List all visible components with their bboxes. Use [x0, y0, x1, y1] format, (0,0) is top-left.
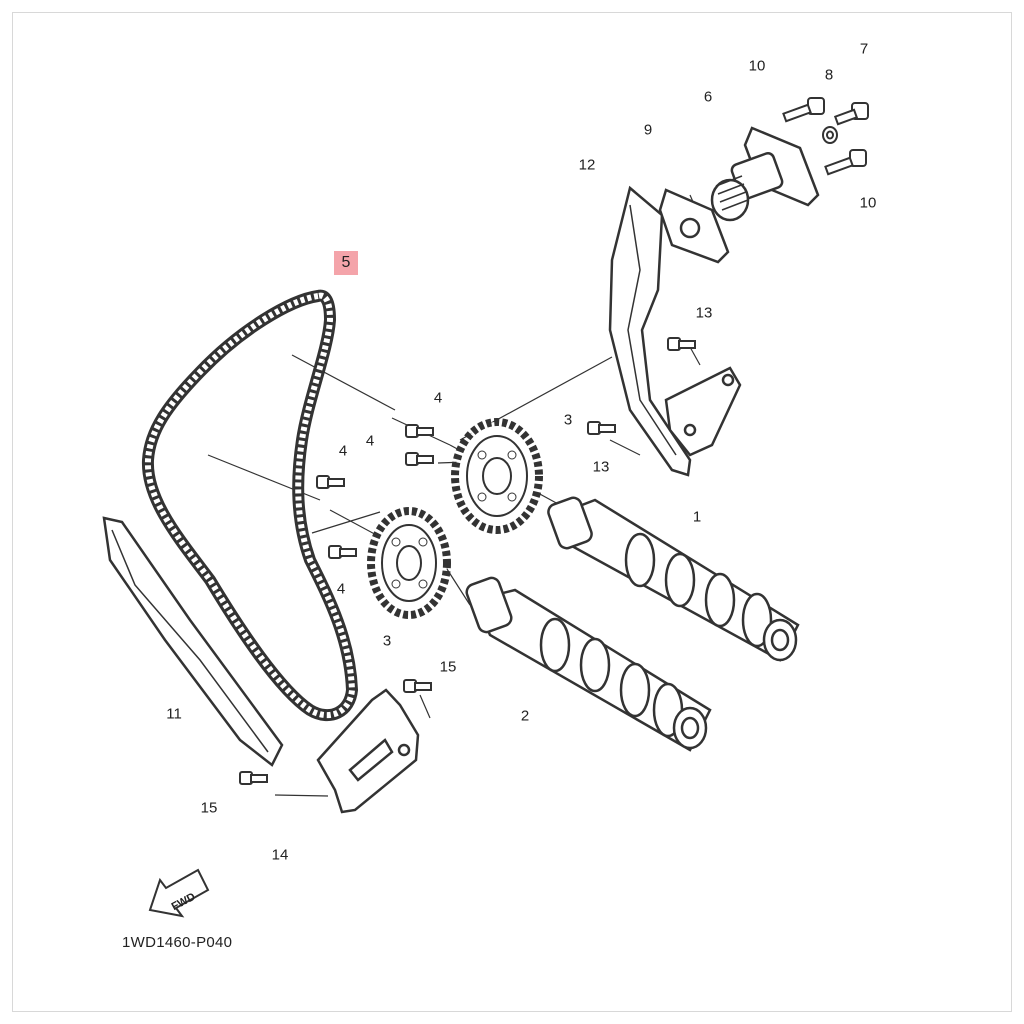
diagram-code: 1WD1460-P040	[122, 934, 233, 951]
tensioner-gasket	[658, 188, 730, 264]
label-part-15-upper: 15	[439, 658, 457, 676]
label-part-5-highlighted: 5	[334, 251, 358, 275]
label-part-3-upper: 3	[563, 411, 573, 429]
label-part-8: 8	[824, 66, 834, 84]
label-part-11: 11	[166, 705, 182, 723]
guide-bolts	[587, 337, 696, 435]
exhaust-camshaft	[465, 576, 712, 752]
cam-chain-tensioner	[710, 126, 820, 222]
label-part-10-upper: 10	[748, 57, 766, 75]
label-part-7: 7	[859, 40, 869, 58]
label-part-3-lower: 3	[382, 632, 392, 650]
label-part-10-lower: 10	[859, 194, 877, 212]
lower-guide-bolts	[239, 679, 432, 785]
tensioner-guide	[608, 185, 692, 477]
label-part-12: 12	[578, 156, 596, 174]
label-part-14: 14	[271, 846, 289, 864]
label-part-4-d: 4	[336, 580, 346, 598]
fwd-arrow-icon	[148, 868, 210, 918]
label-part-2: 2	[520, 707, 530, 725]
upper-sprocket	[451, 418, 543, 534]
label-part-4-c: 4	[338, 442, 348, 460]
lower-chain-guide	[316, 688, 420, 814]
sprocket-bolts	[316, 424, 434, 559]
lower-sprocket	[367, 507, 451, 619]
label-part-13-lower: 13	[592, 458, 610, 476]
label-part-4-a: 4	[433, 389, 443, 407]
guide-bracket	[664, 366, 742, 457]
chain-guide	[102, 516, 284, 767]
label-part-13-upper: 13	[695, 304, 713, 322]
label-part-15-lower: 15	[200, 799, 218, 817]
tensioner-bolts	[782, 97, 869, 176]
label-part-1: 1	[692, 508, 702, 526]
label-part-9: 9	[643, 121, 653, 139]
intake-camshaft	[547, 496, 800, 662]
label-part-6: 6	[703, 88, 713, 106]
cam-chain	[141, 289, 359, 722]
label-part-4-b: 4	[365, 432, 375, 450]
